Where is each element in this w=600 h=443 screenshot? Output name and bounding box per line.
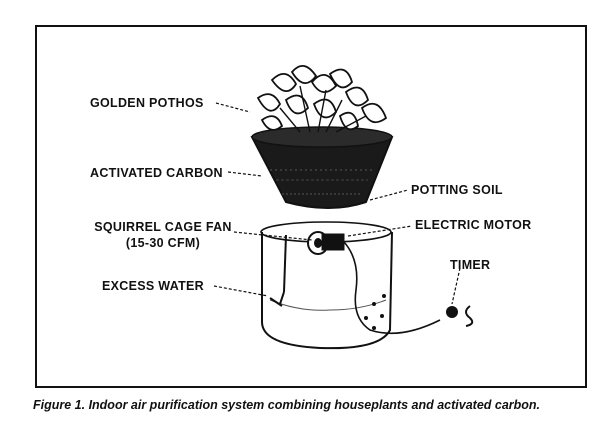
label-golden-pothos: GOLDEN POTHOS <box>90 96 204 110</box>
label-potting-soil: POTTING SOIL <box>411 183 503 197</box>
leader-lines <box>213 102 461 305</box>
pothos-leaves <box>256 65 388 133</box>
vent-holes <box>364 294 386 330</box>
figure-caption: Figure 1. Indoor air purification system… <box>33 398 541 412</box>
label-electric-motor: ELECTRIC MOTOR <box>415 218 532 232</box>
label-fan-rating: (15-30 CFM) <box>125 236 201 250</box>
planter-pot <box>250 126 394 209</box>
motor-wire <box>343 241 441 335</box>
timer-device <box>446 305 474 327</box>
label-excess-water: EXCESS WATER <box>102 279 204 293</box>
label-activated-carbon: ACTIVATED CARBON <box>90 166 223 180</box>
drain-tube <box>269 234 287 307</box>
label-timer: TIMER <box>450 258 491 272</box>
fan-motor-assembly <box>307 231 345 255</box>
label-squirrel-cage-fan: SQUIRREL CAGE FAN <box>94 220 232 234</box>
